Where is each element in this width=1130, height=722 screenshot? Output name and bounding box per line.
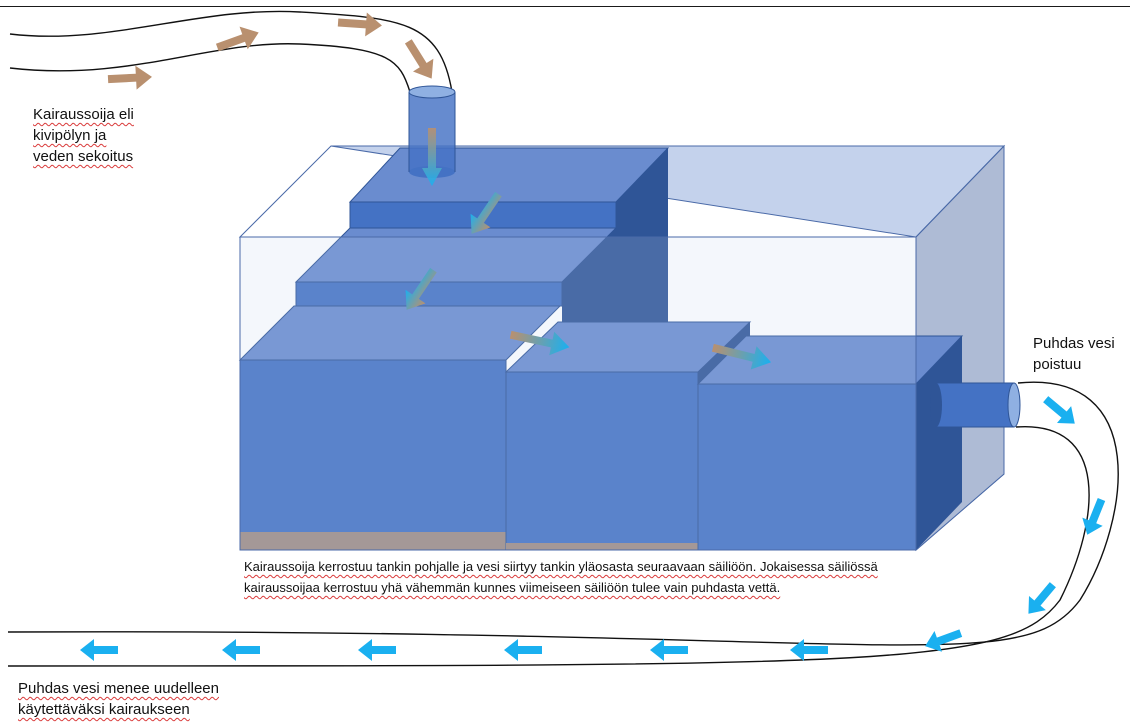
outlet-cylinder xyxy=(930,382,1021,428)
tank-section-1 xyxy=(238,305,562,551)
return-flow-arrows xyxy=(80,639,828,661)
process-caption: Kairaussoija kerrostuu tankin pohjalle j… xyxy=(244,556,878,598)
sediment-layer-1 xyxy=(240,532,506,550)
arrow-down-left-icon xyxy=(1028,582,1056,614)
arrow-left-icon xyxy=(358,639,396,661)
inlet-flow-arrows xyxy=(107,12,434,90)
outlet-flow-arrows xyxy=(925,396,1106,652)
outlet-label-line: poistuu xyxy=(1033,356,1082,373)
return-label: Puhdas vesi menee uudelleen käytettäväks… xyxy=(18,678,219,720)
arrow-down-right-icon xyxy=(1043,396,1075,424)
return-label-line: käytettäväksi kairaukseen xyxy=(18,701,190,718)
transfer-arrow-icon xyxy=(470,191,502,234)
arrow-left-icon xyxy=(650,639,688,661)
arrow-down-icon xyxy=(1082,497,1106,535)
arrow-right-icon xyxy=(215,26,259,52)
arrow-left-icon xyxy=(790,639,828,661)
arrow-right-icon xyxy=(107,65,152,90)
caption-line: Kairaussoija kerrostuu tankin pohjalle j… xyxy=(244,559,878,574)
transfer-arrows xyxy=(405,191,772,370)
arrow-left-icon xyxy=(504,639,542,661)
transfer-arrow-icon xyxy=(405,267,437,310)
arrow-right-icon xyxy=(337,12,382,37)
transfer-arrow-icon xyxy=(711,343,772,370)
inlet-label-line: kivipölyn ja xyxy=(33,127,107,144)
arrow-left-icon xyxy=(222,639,260,661)
return-pipe xyxy=(7,381,1119,667)
arrow-left-icon xyxy=(80,639,118,661)
transfer-arrow-icon xyxy=(509,330,570,356)
caption-line: kairaussoijaa kerrostuu yhä vähemmän kun… xyxy=(244,580,781,595)
top-border-line xyxy=(0,6,1130,7)
glass-tank-front xyxy=(238,145,1006,551)
sediment-layer-2 xyxy=(506,543,698,550)
outlet-label: Puhdas vesi poistuu xyxy=(1033,333,1115,375)
inlet-label-line: Kairaussoija eli xyxy=(33,106,134,123)
inlet-label: Kairaussoija eli kivipölyn ja veden seko… xyxy=(33,104,134,167)
return-label-line: Puhdas vesi menee uudelleen xyxy=(18,680,219,697)
outlet-label-line: Puhdas vesi xyxy=(1033,335,1115,352)
inflow-down-arrow xyxy=(422,128,442,186)
arrow-right-icon xyxy=(404,39,434,79)
inlet-label-line: veden sekoitus xyxy=(33,148,134,165)
inlet-pipe xyxy=(9,10,453,93)
arrow-left-icon xyxy=(925,629,963,652)
inlet-cylinder xyxy=(408,85,456,186)
tank-section-3 xyxy=(696,335,964,551)
